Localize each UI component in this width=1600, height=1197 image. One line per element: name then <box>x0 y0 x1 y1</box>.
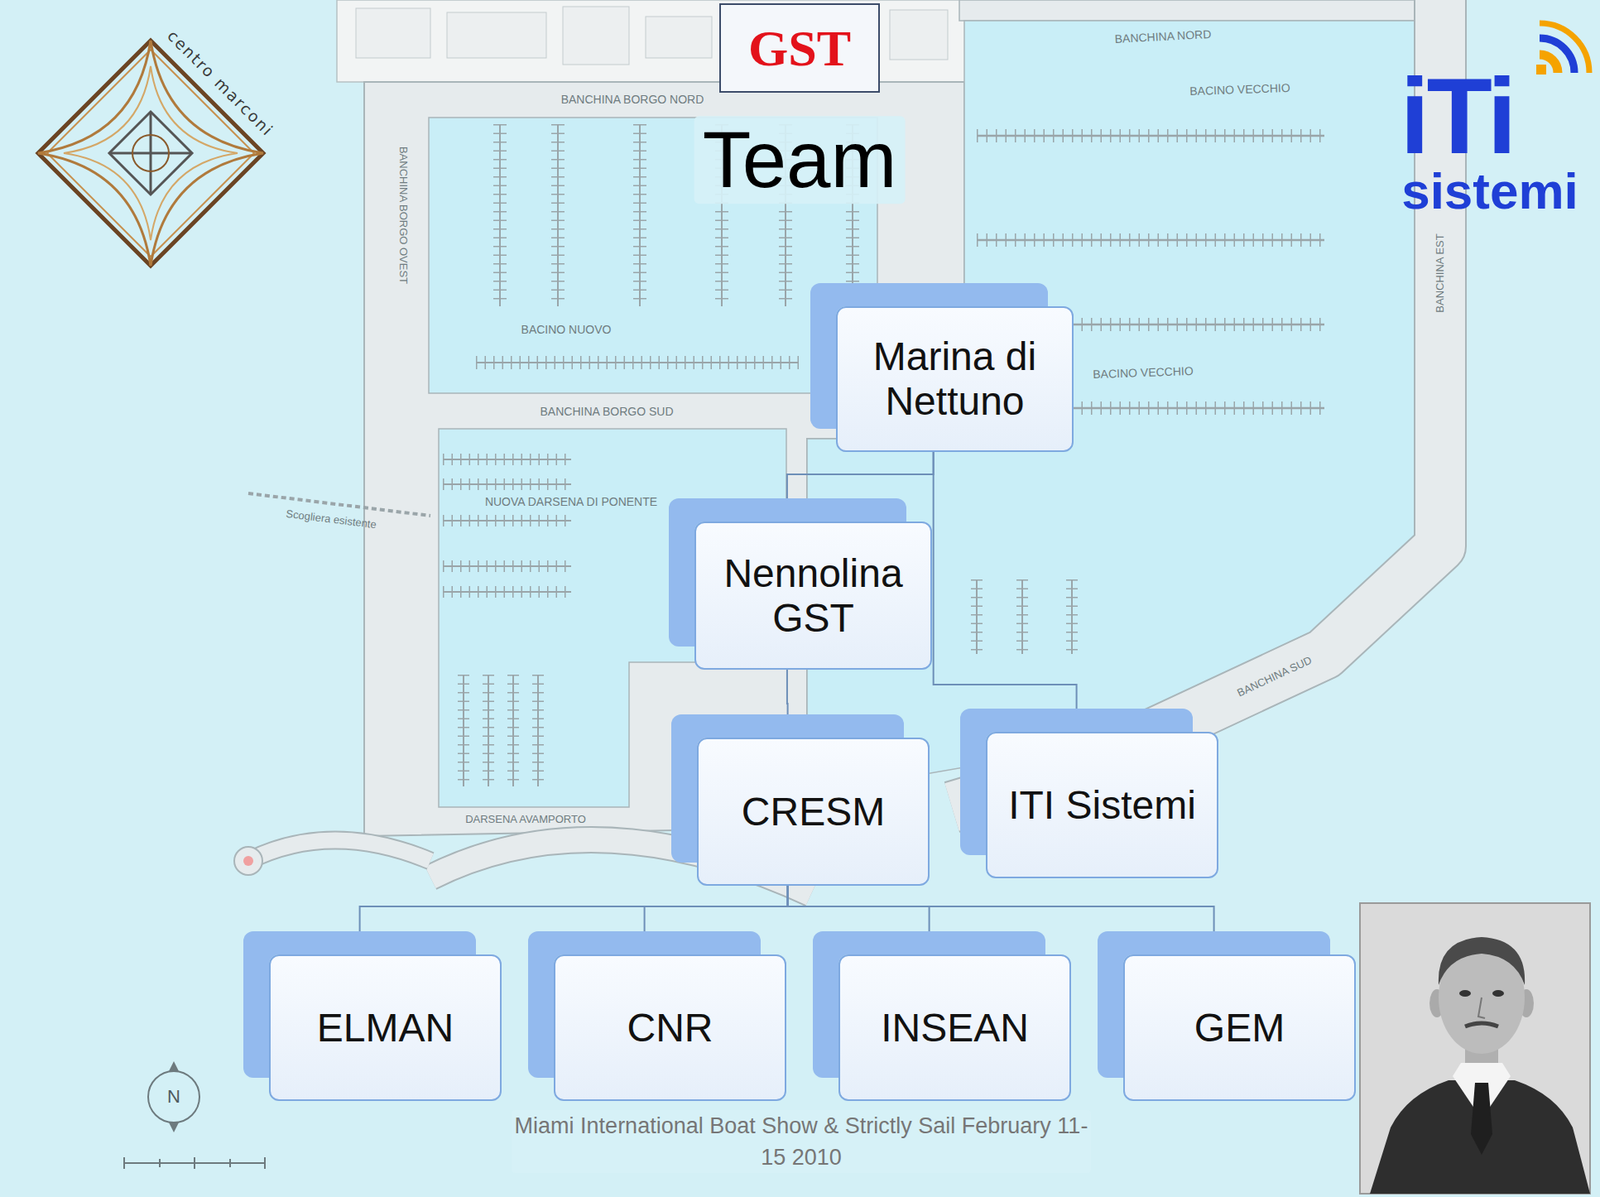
node-text: INSEAN <box>880 1005 1029 1051</box>
map-label: BANCHINA BORGO NORD <box>561 92 705 106</box>
map-label: NUOVA DARSENA DI PONENTE <box>485 494 658 509</box>
piers-part <box>475 361 799 364</box>
centro-marconi-logo-part <box>132 134 169 172</box>
piers-part <box>463 674 539 787</box>
marconi-portrait <box>1359 903 1591 1194</box>
iti-logo-arcs <box>1536 23 1590 75</box>
north-arrow-part <box>148 1071 200 1123</box>
node-text: ITI Sistemi <box>1008 783 1197 828</box>
marconi-portrait-part <box>1465 1023 1499 1027</box>
town-land-part <box>446 12 547 58</box>
org-box: ITI Sistemi <box>985 731 1219 879</box>
connector-line <box>644 885 788 955</box>
connector-line <box>787 885 1215 955</box>
quays-part <box>248 840 431 861</box>
piers <box>442 124 1325 787</box>
piers-part <box>442 459 572 592</box>
town-land-part <box>889 9 948 60</box>
marconi-portrait-part <box>1359 903 1591 1194</box>
node-text: CNR <box>627 1005 714 1051</box>
piers-part <box>976 579 1072 654</box>
node-text: GEM <box>1194 1005 1285 1051</box>
connector-line <box>787 885 930 955</box>
north-arrow-part <box>168 1122 179 1133</box>
node-text: ELMAN <box>317 1005 454 1051</box>
north-arrow-part <box>124 1157 265 1169</box>
org-box: INSEAN <box>838 954 1072 1101</box>
map-label: BANCHINA EST <box>1434 233 1447 313</box>
piers-part <box>976 579 1072 654</box>
connector-line <box>787 451 934 522</box>
compass-letter: N <box>167 1085 181 1107</box>
piers-part <box>475 355 799 370</box>
north-arrow-part <box>168 1061 179 1072</box>
logo-text: centro marconi <box>163 27 278 141</box>
centro-marconi-logo-part <box>63 66 238 241</box>
quays-part <box>248 493 431 516</box>
marconi-portrait-part <box>1470 1082 1493 1155</box>
header-box: GST <box>719 3 880 93</box>
quays <box>234 0 1441 894</box>
slide-title: Team <box>694 115 906 204</box>
map-label: BANCHINA BORGO SUD <box>539 404 673 419</box>
town-land-part <box>959 0 1465 21</box>
org-box: Marina di Nettuno <box>836 306 1074 452</box>
org-box: ELMAN <box>269 954 502 1101</box>
town-land-part <box>645 16 712 58</box>
marconi-portrait-part <box>1492 989 1504 997</box>
quays-part <box>243 855 254 866</box>
logo-text: sistemi <box>1401 165 1579 217</box>
town-land-part <box>562 6 630 65</box>
iti-logo-arcs-part <box>1539 23 1590 73</box>
connector-line <box>933 451 1077 732</box>
slide-caption: Miami International Boat Show & Strictly… <box>511 1109 1091 1173</box>
centro-marconi-logo-part <box>109 111 193 195</box>
node-text: Marina di Nettuno <box>847 334 1062 424</box>
piers-part <box>442 459 572 592</box>
node-text: GST <box>748 22 851 74</box>
marconi-portrait-part <box>1459 989 1471 997</box>
node-text: CRESM <box>741 789 885 835</box>
centro-marconi-logo <box>38 40 264 266</box>
map-label: DARSENA AVAMPORTO <box>465 813 587 827</box>
node-text: Nennolina GST <box>706 551 921 641</box>
marconi-portrait-part <box>1478 997 1485 1019</box>
piers-part <box>463 674 539 787</box>
map-label: Scogliera esistente <box>285 508 378 532</box>
centro-marconi-logo-part <box>109 111 193 195</box>
centro-marconi-logo-part <box>38 40 264 266</box>
marconi-portrait-part <box>1369 1080 1591 1194</box>
org-box: CNR <box>553 954 787 1101</box>
map-label: BANCHINA BORGO OVEST <box>397 146 410 284</box>
connector-line <box>786 669 789 738</box>
org-box: Nennolina GST <box>694 521 933 670</box>
org-box: CRESM <box>696 737 930 886</box>
logo-text: iTi <box>1399 62 1514 170</box>
centro-marconi-logo-part <box>38 40 264 266</box>
quays-part <box>234 846 263 875</box>
map-label: BACINO NUOVO <box>521 322 612 337</box>
north-arrow <box>124 1061 265 1169</box>
map-label: BACINO VECCHIO <box>1189 81 1291 98</box>
marconi-portrait-part <box>1438 936 1525 985</box>
map-label: BANCHINA SUD <box>1235 654 1315 701</box>
town-land-part <box>355 8 431 58</box>
iti-logo-arcs-part <box>1536 64 1547 75</box>
connector-line <box>360 885 788 955</box>
map-label: BACINO VECCHIO <box>1092 364 1194 381</box>
org-box: GEM <box>1123 954 1356 1101</box>
map-label: BANCHINA NORD <box>1114 27 1211 46</box>
quays-part <box>248 840 431 861</box>
